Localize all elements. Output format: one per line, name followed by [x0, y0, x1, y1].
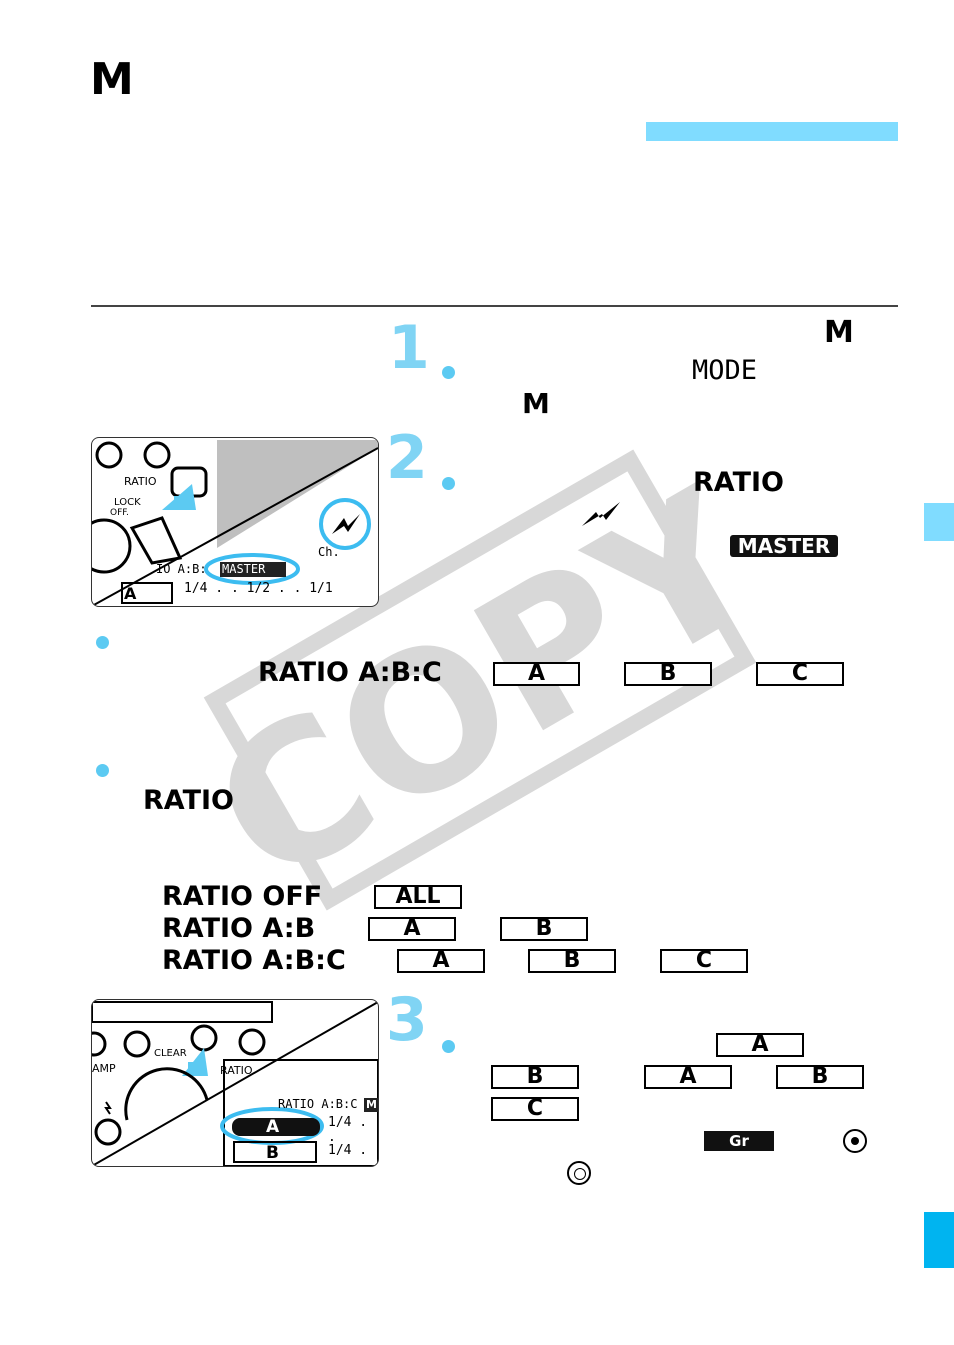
- group-a-lcd: A: [266, 1117, 280, 1137]
- group-c-box: C: [756, 662, 844, 686]
- group-a-lcd: A: [124, 584, 137, 603]
- page-title: M: [90, 54, 134, 105]
- flash-panel-illustration-1: RATIO LOCK OFF. Ch. IO A:B: MASTER A 1/4…: [91, 437, 379, 607]
- value-a-lcd: 1/4 . .: [328, 1115, 368, 1145]
- channel-label: Ch.: [318, 545, 340, 559]
- group-a-box: A: [644, 1065, 732, 1089]
- mode-button-label: MODE: [692, 355, 758, 386]
- bullet: [96, 636, 109, 649]
- group-c-box: C: [660, 949, 748, 973]
- ratio-abc-row-label: RATIO A:B:C: [162, 945, 346, 976]
- group-gr-badge: Gr: [704, 1131, 774, 1151]
- step-number-2: 2: [386, 423, 428, 493]
- ratio-label: RATIO: [124, 475, 157, 488]
- group-a-box: A: [397, 949, 485, 973]
- group-b-box: B: [776, 1065, 864, 1089]
- master-lcd: MASTER: [222, 562, 266, 576]
- ratio-label-note: RATIO: [143, 785, 235, 816]
- chapter-tab: [924, 1212, 954, 1268]
- wireless-icon: [580, 500, 624, 534]
- step-number-3: 3: [386, 985, 428, 1055]
- bullet: [442, 1040, 455, 1053]
- group-a-box: A: [368, 917, 456, 941]
- value-b-lcd: 1/4 . .: [328, 1143, 368, 1167]
- mode-m-label: M: [522, 387, 550, 420]
- step-number-1: 1: [388, 313, 430, 383]
- bullet: [442, 477, 455, 490]
- group-b-box: B: [528, 949, 616, 973]
- highlight-bar: [646, 122, 898, 141]
- ratio-button-label: RATIO: [693, 467, 785, 498]
- step1-mode-m: M: [824, 315, 854, 350]
- clear-label: CLEAR: [154, 1048, 187, 1059]
- ratio-abc-label: RATIO A:B:C: [258, 657, 442, 688]
- dial-icon: [567, 1161, 591, 1185]
- ratio-off-label: RATIO OFF: [162, 881, 323, 912]
- bullet: [96, 764, 109, 777]
- group-all-box: ALL: [374, 885, 462, 909]
- ratio-lcd: IO A:B:: [156, 562, 207, 576]
- amp-label: AMP: [92, 1062, 116, 1075]
- group-b-box: B: [500, 917, 588, 941]
- group-a-box: A: [716, 1033, 804, 1057]
- scale-lcd: 1/4 . . 1/2 . . 1/1: [184, 581, 333, 596]
- off-label: OFF.: [110, 508, 129, 518]
- section-divider: [91, 305, 898, 307]
- master-badge: MASTER: [730, 535, 838, 557]
- lock-label: LOCK: [114, 497, 141, 508]
- bullet: [442, 366, 455, 379]
- flash-panel-illustration-2: CLEAR AMP RATIO RATIO A:B:C M A 1/4 . . …: [91, 999, 379, 1167]
- group-c-box: C: [491, 1097, 579, 1121]
- group-a-box: A: [493, 662, 580, 686]
- group-b-box: B: [624, 662, 712, 686]
- ratio-label: RATIO: [220, 1064, 253, 1077]
- group-b-lcd: B: [266, 1143, 279, 1163]
- ratio-ab-label: RATIO A:B: [162, 913, 316, 944]
- chapter-tab-light: [924, 503, 954, 541]
- dial-select-icon: [843, 1129, 867, 1153]
- group-b-box: B: [491, 1065, 579, 1089]
- ratio-abc-lcd: RATIO A:B:C: [278, 1097, 358, 1111]
- mode-m-lcd: M: [366, 1098, 377, 1111]
